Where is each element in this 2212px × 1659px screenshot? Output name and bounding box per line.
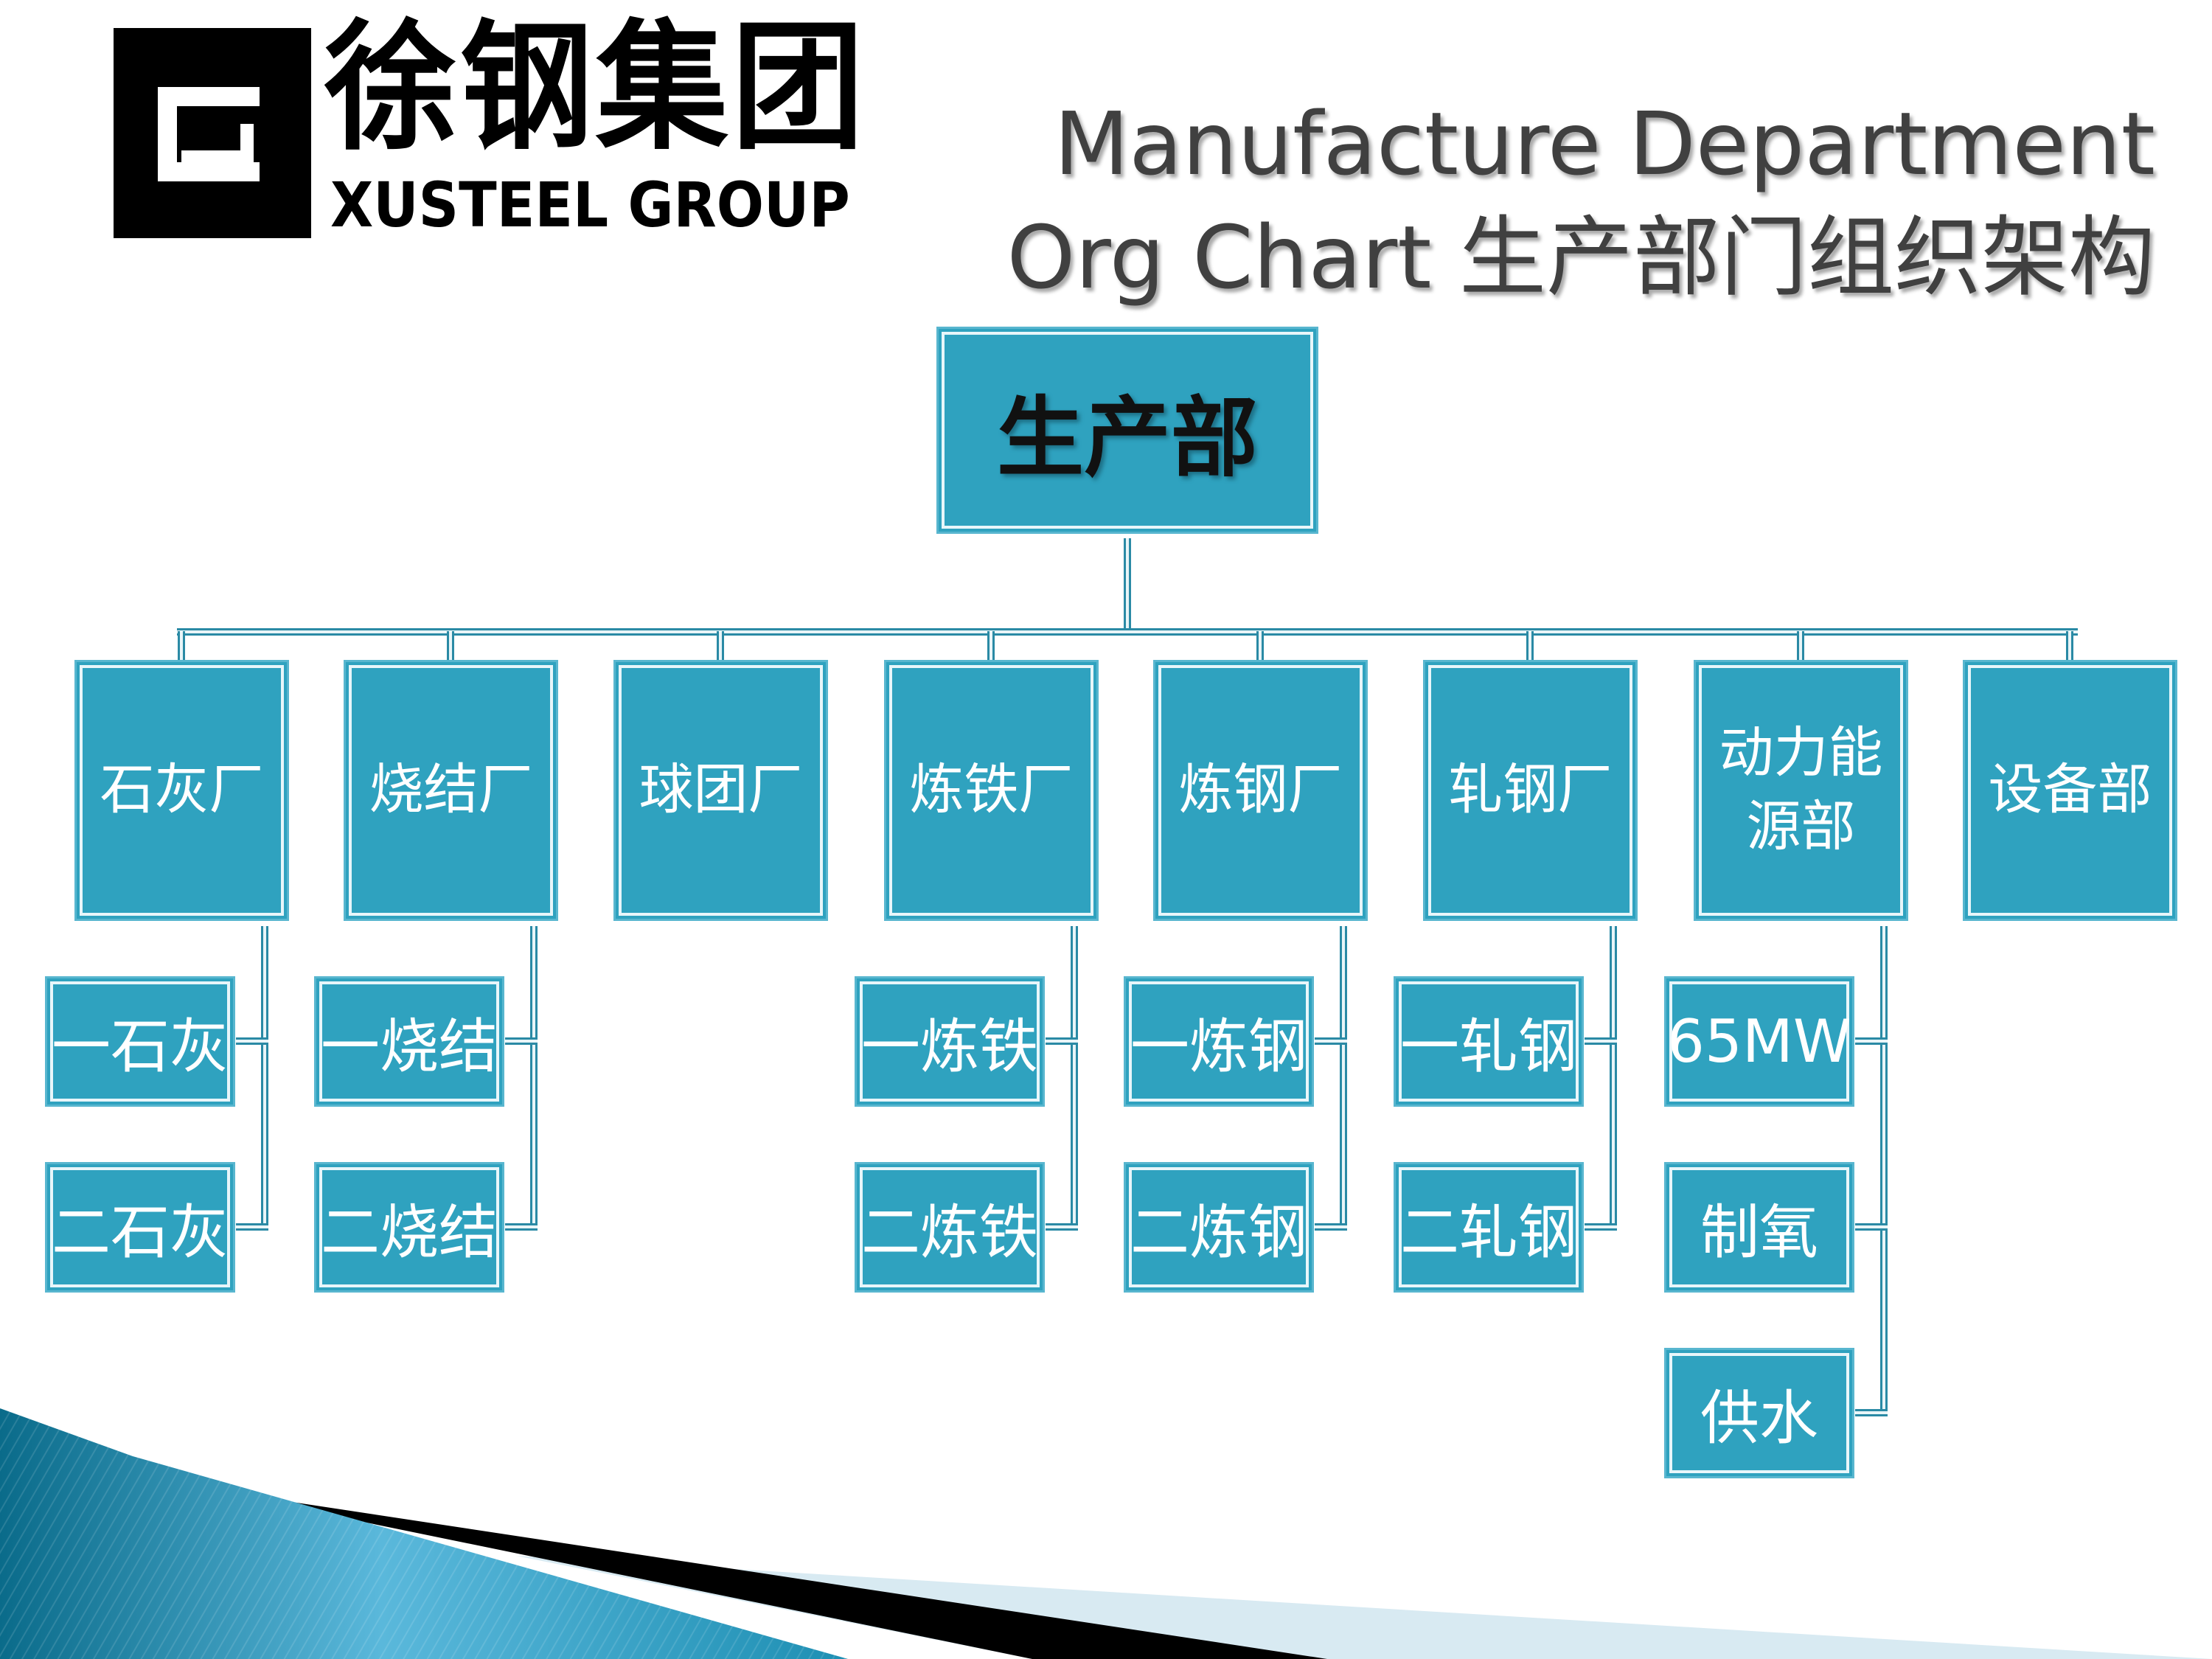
child-branch (1855, 1409, 1888, 1416)
sub-unit-node: 一炼铁 (855, 976, 1045, 1107)
level1-connector-bar (177, 628, 2078, 636)
child-branch (236, 1223, 268, 1231)
department-connector (1526, 631, 1534, 662)
sub-unit-node: 一轧钢 (1394, 976, 1584, 1107)
decorative-swoosh (0, 1408, 2212, 1659)
department-node: 轧钢厂 (1423, 660, 1638, 921)
department-node: 动力能源部 (1694, 660, 1908, 921)
logo-english-name: XUSTEEL GROUP (330, 169, 850, 241)
sub-unit-node: 供水 (1664, 1348, 1854, 1478)
sub-unit-node: 一石灰 (45, 976, 235, 1107)
logo-mark (114, 28, 311, 238)
department-connector (1797, 631, 1804, 662)
sub-unit-node: 二炼铁 (855, 1162, 1045, 1293)
child-connector (1610, 926, 1617, 1228)
child-branch (236, 1037, 268, 1045)
title-line-1: Manufacture Department (1054, 93, 2155, 195)
sub-unit-node: 制氧 (1664, 1162, 1854, 1293)
department-connector (1256, 631, 1264, 662)
child-branch (1855, 1223, 1888, 1231)
sub-unit-node: 二烧结 (314, 1162, 504, 1293)
child-branch (1585, 1037, 1617, 1045)
root-connector (1124, 538, 1131, 634)
sub-unit-node: 一烧结 (314, 976, 504, 1107)
logo-chinese-name: 徐钢集团 (324, 7, 868, 170)
department-node: 球团厂 (613, 660, 828, 921)
child-branch (1315, 1037, 1347, 1045)
department-node: 烧结厂 (344, 660, 558, 921)
sub-unit-node: 二炼钢 (1124, 1162, 1314, 1293)
sub-unit-node: 二轧钢 (1394, 1162, 1584, 1293)
child-connector (1880, 926, 1888, 1413)
child-connector (261, 926, 268, 1228)
child-connector (530, 926, 538, 1228)
child-branch (505, 1037, 538, 1045)
department-node: 设备部 (1963, 660, 2177, 921)
sub-unit-node: 65MW (1664, 976, 1854, 1107)
sub-unit-node: 二石灰 (45, 1162, 235, 1293)
department-node: 炼铁厂 (884, 660, 1099, 921)
department-node: 炼钢厂 (1153, 660, 1368, 921)
child-branch (505, 1223, 538, 1231)
department-connector (717, 631, 724, 662)
root-node: 生产部 (936, 327, 1318, 534)
department-connector (987, 631, 995, 662)
child-branch (1315, 1223, 1347, 1231)
child-branch (1585, 1223, 1617, 1231)
child-branch (1046, 1223, 1078, 1231)
department-connector (447, 631, 454, 662)
sub-unit-node: 一炼钢 (1124, 976, 1314, 1107)
child-branch (1046, 1037, 1078, 1045)
child-connector (1340, 926, 1347, 1228)
department-connector (178, 631, 185, 662)
department-node: 石灰厂 (74, 660, 289, 921)
title-line-2: Org Chart 生产部门组织架构 (1006, 206, 2155, 308)
department-connector (2066, 631, 2073, 662)
child-connector (1071, 926, 1078, 1228)
child-branch (1855, 1037, 1888, 1045)
